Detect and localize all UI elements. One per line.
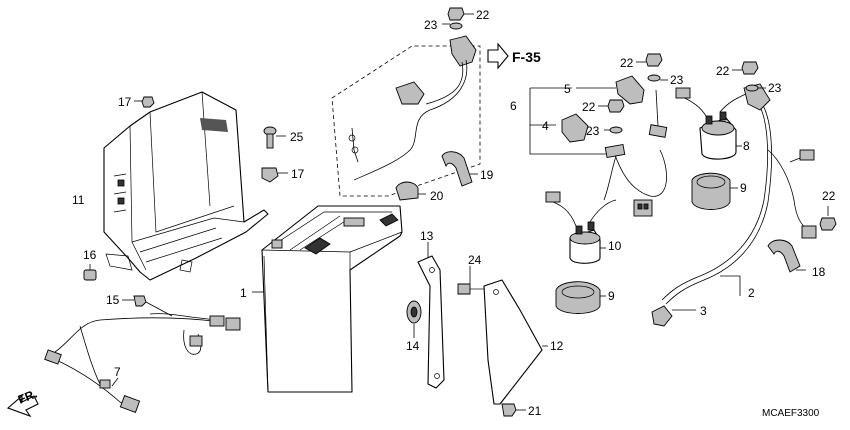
rubber-9-upper xyxy=(691,172,738,210)
callout-6: 6 xyxy=(510,99,517,113)
callout-5: 5 xyxy=(564,82,571,96)
starter-relay-10 xyxy=(545,191,617,264)
cover-4 xyxy=(561,113,589,143)
callout-10: 10 xyxy=(608,239,622,253)
callout-9-upper: 9 xyxy=(740,181,747,195)
washer-23-top xyxy=(442,22,463,30)
nut-17-right xyxy=(261,167,288,183)
callout-23-mid-a: 23 xyxy=(670,73,684,87)
callout-21: 21 xyxy=(528,404,542,418)
callout-19: 19 xyxy=(480,168,494,182)
callout-labels: 1 2 3 4 5 6 7 8 9 9 10 11 12 13 14 15 16… xyxy=(16,8,836,419)
rubber-14 xyxy=(406,300,422,338)
positive-cable-assembly xyxy=(331,35,481,197)
callout-1: 1 xyxy=(240,286,247,300)
nut-22-mid-a xyxy=(636,53,663,67)
callout-18: 18 xyxy=(812,265,826,279)
callout-24: 24 xyxy=(468,253,482,267)
rubber-9-lower xyxy=(555,281,606,314)
callout-22-side: 22 xyxy=(822,189,836,203)
reference-arrow xyxy=(487,42,509,70)
callout-22-right: 22 xyxy=(716,64,730,78)
callout-20: 20 xyxy=(430,189,444,203)
harness-right xyxy=(767,149,817,239)
nut-22-mid-b xyxy=(598,99,625,113)
bolt-25 xyxy=(263,126,286,149)
clamp-19 xyxy=(441,151,478,187)
bolt-21 xyxy=(501,403,526,417)
front-arrow xyxy=(6,394,39,418)
callout-3: 3 xyxy=(700,304,707,318)
leader-6-bracket xyxy=(529,87,608,155)
battery xyxy=(252,205,403,393)
bolt-17-top xyxy=(134,96,155,108)
reference-label: F-35 xyxy=(512,49,541,65)
nut-22-top xyxy=(447,7,474,21)
callout-23-top: 23 xyxy=(424,18,438,32)
stay-13 xyxy=(417,242,445,389)
bolt-15 xyxy=(122,295,173,317)
callout-4: 4 xyxy=(542,119,549,133)
cable-6 xyxy=(603,89,668,201)
callout-14: 14 xyxy=(406,339,420,353)
harness-7 xyxy=(44,313,241,413)
diagram-code: MCAEF3300 xyxy=(762,408,820,419)
nut-22-right-side xyxy=(819,206,837,231)
clamp-18 xyxy=(767,239,806,273)
callout-8: 8 xyxy=(743,139,750,153)
callout-2: 2 xyxy=(748,286,755,300)
terminal-3 xyxy=(651,305,696,327)
callout-25: 25 xyxy=(290,130,304,144)
callout-7: 7 xyxy=(114,365,121,379)
plate-12 xyxy=(483,279,548,405)
connector-plug xyxy=(633,199,653,217)
callout-13: 13 xyxy=(420,229,434,243)
relay-8 xyxy=(675,87,751,160)
clip-16 xyxy=(83,264,97,281)
callout-22-top: 22 xyxy=(476,8,490,22)
washer-23-right xyxy=(745,84,766,92)
callout-17-right: 17 xyxy=(291,167,305,181)
clamp-20 xyxy=(395,181,426,201)
callout-12: 12 xyxy=(550,339,564,353)
washer-23-mid-a xyxy=(647,74,668,82)
callout-22-mid-a: 22 xyxy=(620,56,634,70)
bolt-24 xyxy=(457,266,486,295)
nut-22-right-top xyxy=(732,61,759,75)
cover-5 xyxy=(576,75,645,105)
callout-22-mid-b: 22 xyxy=(582,100,596,114)
battery-tray xyxy=(103,91,269,281)
washer-23-mid-b xyxy=(604,126,623,134)
callout-15: 15 xyxy=(106,293,120,307)
cable-2 xyxy=(661,83,772,305)
callout-16: 16 xyxy=(83,248,97,262)
callout-23-right: 23 xyxy=(768,81,782,95)
callout-11: 11 xyxy=(72,193,85,207)
front-label: FR. xyxy=(16,387,39,407)
callout-23-mid-b: 23 xyxy=(586,124,600,138)
callout-17-top: 17 xyxy=(118,95,132,109)
callout-9-lower: 9 xyxy=(608,289,615,303)
